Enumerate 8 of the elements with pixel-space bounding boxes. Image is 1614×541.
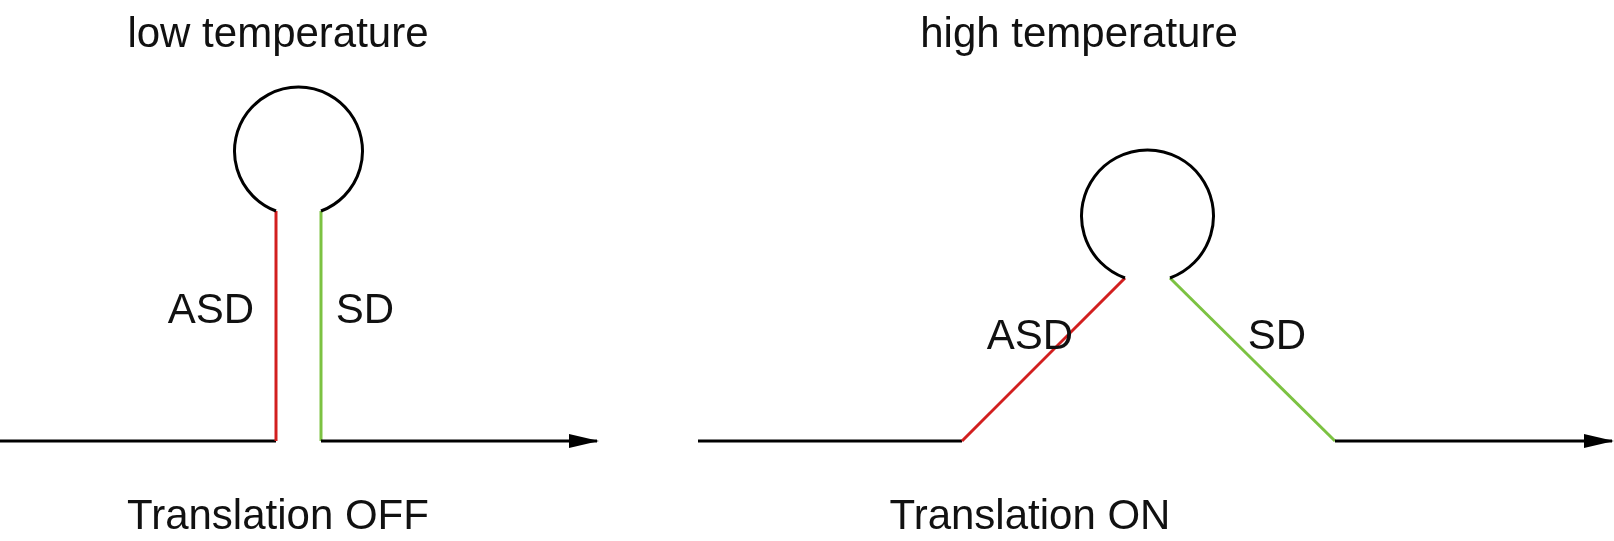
panel-heading: high temperature [920, 12, 1238, 54]
state-caption: Translation ON [889, 494, 1171, 536]
state-caption: Translation OFF [127, 494, 429, 536]
panel-heading: low temperature [127, 12, 429, 54]
region-label: SD [1247, 314, 1307, 356]
region-label: ASD [167, 288, 255, 330]
region-label: ASD [986, 314, 1074, 356]
region-label: SD [335, 288, 395, 330]
